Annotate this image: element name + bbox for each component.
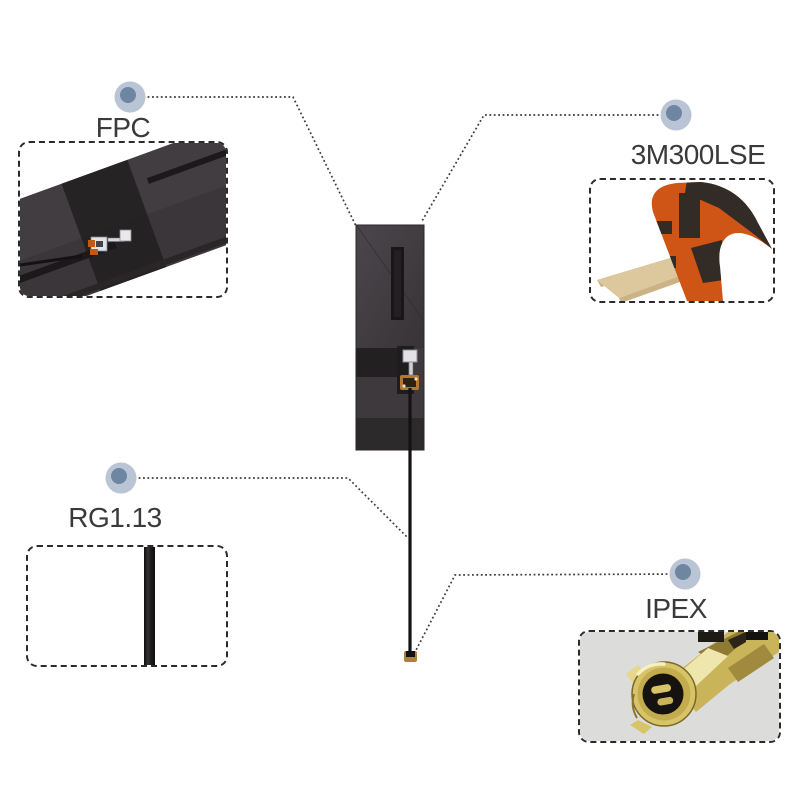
callout-box-fpc	[18, 141, 228, 298]
callout-label-fpc: FPC	[95, 112, 151, 143]
callout-dot-fpc	[114, 81, 146, 113]
coax-cable-sample	[144, 547, 155, 665]
fpc-closeup-photo	[20, 143, 226, 296]
callout-box-adhesive	[589, 178, 775, 303]
antenna-body	[355, 224, 425, 451]
liner-paper	[597, 256, 694, 301]
callout-dot-cable	[105, 462, 137, 494]
callout-label-adhesive: 3M300LSE	[630, 139, 766, 170]
callout-label-cable: RG1.13	[68, 502, 162, 533]
cable-photo	[144, 547, 155, 665]
tape-print-pattern	[655, 182, 772, 283]
ufl-feed-connector	[400, 349, 419, 390]
leader-line-adhesive	[421, 114, 676, 222]
fpc-ufl-connector-detail	[88, 229, 132, 255]
callout-box-connector	[578, 630, 781, 743]
leader-line-connector	[412, 573, 686, 657]
ipex-socket-ring	[630, 661, 697, 734]
adhesive-tape-photo	[597, 182, 772, 301]
ipex-macro-photo	[580, 632, 779, 741]
ipex-connector-tip	[404, 651, 417, 662]
callout-label-connector: IPEX	[645, 593, 707, 624]
callout-dot-adhesive	[660, 99, 692, 131]
callout-dot-connector	[669, 558, 701, 590]
callout-box-cable	[26, 545, 228, 667]
antenna-product-photo	[355, 224, 425, 662]
leader-line-fpc	[130, 96, 357, 227]
leader-line-cable	[121, 477, 409, 539]
